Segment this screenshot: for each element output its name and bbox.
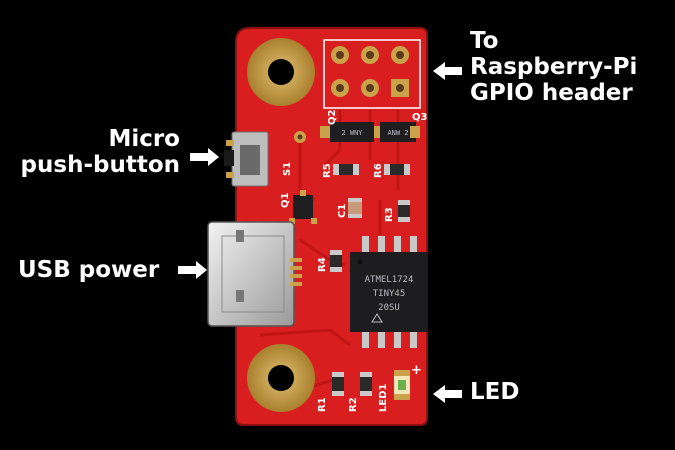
callout-gpio-line2: Raspberry-Pi (470, 53, 638, 80)
chip-marking-line3: 20SU (378, 303, 400, 313)
q2-marking: 2 WNY (341, 129, 363, 137)
callout-pushbutton-line2: push-button (20, 151, 180, 178)
arrow-usb-icon (178, 261, 207, 279)
arrow-gpio-icon (433, 62, 462, 80)
q3-marking: ANW 2 (387, 129, 408, 137)
callout-gpio-line3: GPIO header (470, 79, 633, 106)
label-r6: R6 (373, 163, 384, 178)
capacitor-c1 (348, 198, 362, 218)
callout-pushbutton-line1: Micro (108, 126, 180, 152)
resistor-r3 (398, 200, 410, 222)
resistor-r1 (332, 372, 344, 396)
usb-micro-connector (207, 221, 302, 327)
label-led1: LED1 (378, 383, 389, 412)
callout-usb-power: USB power (18, 257, 160, 283)
mounting-hole-top (247, 38, 315, 106)
label-plus: + (411, 363, 422, 378)
attiny45-chip: ATMEL1724 TINY45 20SU (350, 236, 428, 348)
resistor-r5 (333, 164, 359, 175)
label-r2: R2 (348, 397, 359, 412)
label-r5: R5 (322, 163, 333, 178)
resistor-r2 (360, 372, 372, 396)
micro-push-button (224, 131, 269, 187)
callout-gpio-line1: To (470, 28, 499, 54)
label-q1: Q1 (280, 192, 291, 208)
callout-led: LED (470, 379, 520, 405)
transistor-q3: ANW 2 (380, 122, 420, 142)
label-c1: C1 (337, 204, 348, 218)
arrow-led-icon (433, 385, 462, 403)
label-r1: R1 (317, 397, 328, 412)
label-q3: Q3 (412, 112, 428, 123)
label-r3: R3 (384, 207, 395, 222)
silkscreen-labels: Q2 Q3 R5 R6 S1 Q1 C1 R3 R4 R1 R2 LED1 + (280, 109, 428, 412)
label-q2: Q2 (327, 109, 338, 125)
arrow-pushbutton-icon (190, 148, 219, 166)
transistor-q2: 2 WNY (320, 122, 380, 142)
transistor-q1 (289, 190, 317, 224)
callout-pushbutton: Micro push-button (20, 126, 180, 179)
label-s1: S1 (282, 162, 293, 176)
resistor-r6 (384, 164, 410, 175)
chip-marking-line1: ATMEL1724 (365, 275, 414, 285)
label-r4: R4 (317, 257, 328, 272)
gpio-header-pads (323, 39, 421, 109)
mounting-hole-bottom (247, 344, 315, 412)
callout-gpio: To Raspberry-Pi GPIO header (470, 28, 638, 106)
resistor-r4 (330, 250, 342, 272)
callout-arrows (178, 62, 462, 403)
led-component (394, 370, 410, 400)
chip-marking-line2: TINY45 (373, 289, 406, 299)
